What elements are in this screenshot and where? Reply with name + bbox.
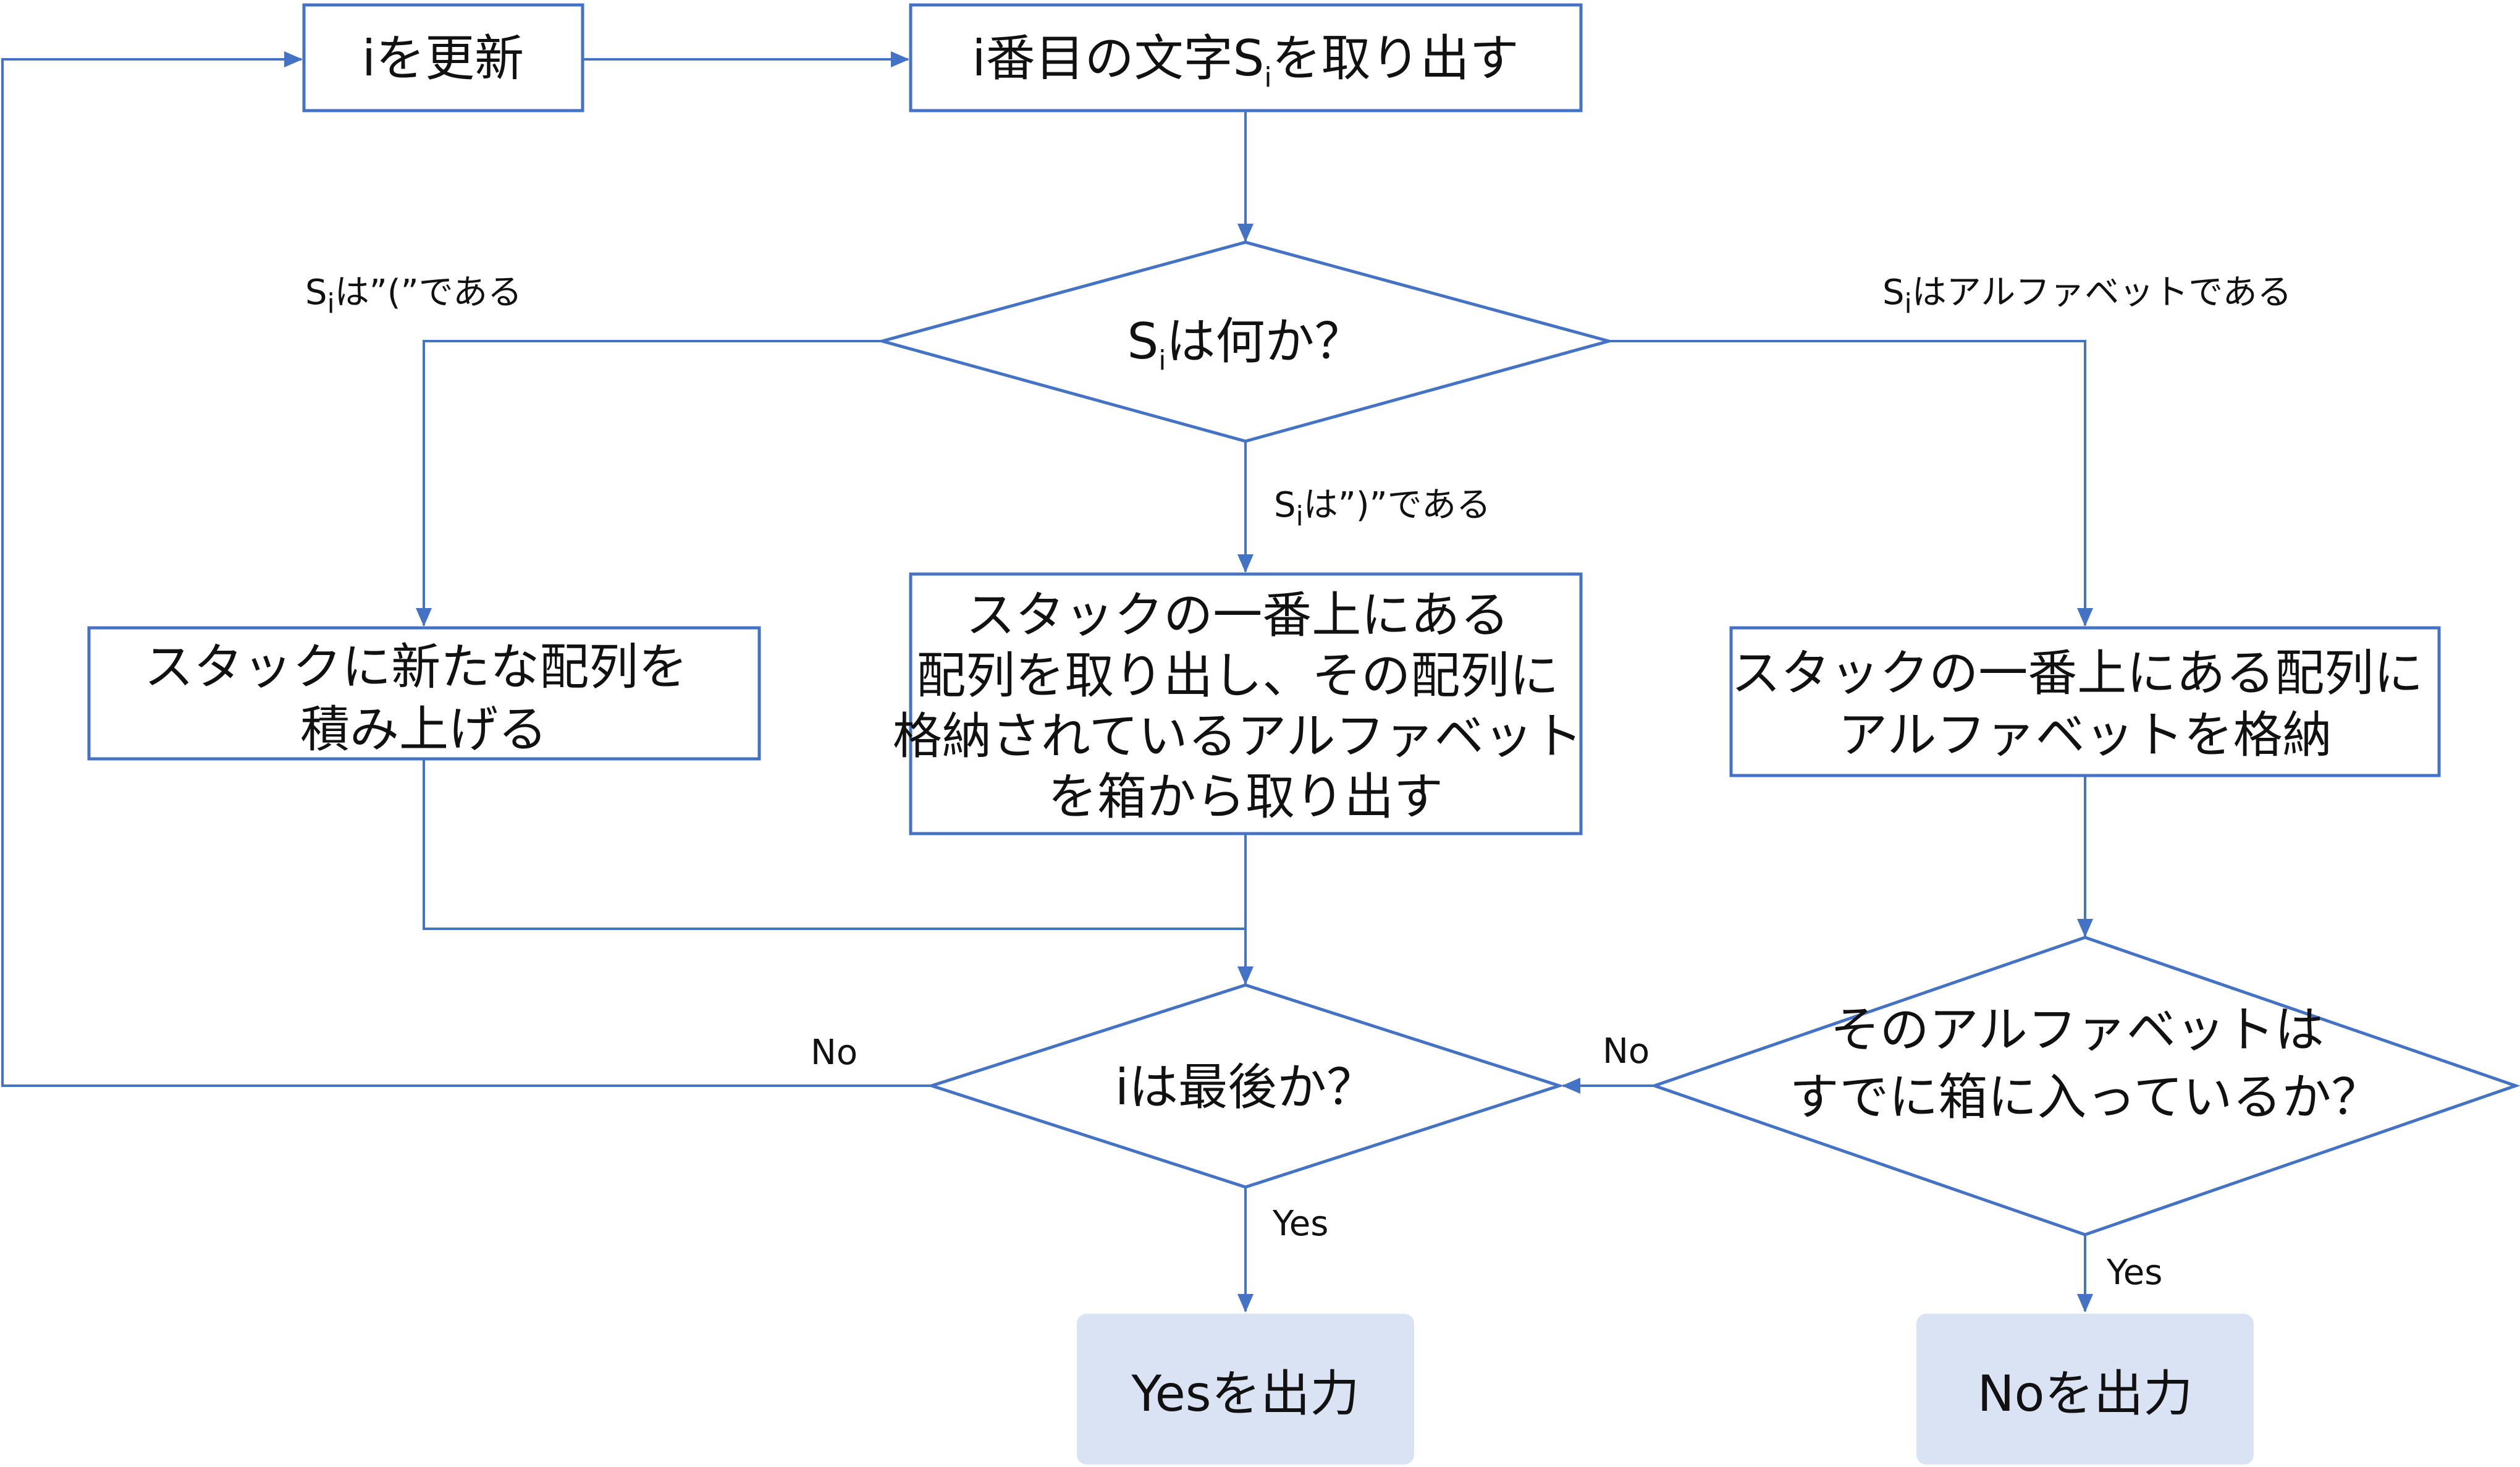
node-pop-array-line-1: スタックの一番上にある xyxy=(966,586,1509,644)
edge-label-box-yes: Yes xyxy=(2106,1253,2162,1293)
edge-label-open-paren: Siは”(”である xyxy=(305,273,522,319)
node-store-letter-line-2: アルファベットを格納 xyxy=(1838,706,2332,764)
node-extract-char: i番目の文字Siを取り出す xyxy=(909,3,1583,112)
node-push-array-line-1: スタックに新たな配列を xyxy=(144,638,688,696)
node-already-in-box-text: そのアルファベットは すでに箱に入っているか？ xyxy=(1790,1001,2381,1126)
edge-last-no-loop xyxy=(1,51,932,1087)
edge-label-box-no: No xyxy=(1603,1031,1650,1072)
node-update-i-text: iを更新 xyxy=(362,30,524,87)
edge-label-open-paren-pre: S xyxy=(305,273,327,313)
edge-label-close-paren-pre: S xyxy=(1274,485,1296,525)
node-push-array-text: スタックに新たな配列を 積み上げる xyxy=(144,638,703,758)
node-is-last: iは最後か？ xyxy=(926,983,1565,1189)
node-already-in-box-line-1: そのアルファベットは xyxy=(1831,1001,2324,1059)
node-what-is-si-sub: i xyxy=(1158,345,1166,376)
node-what-is-si-post: は何か？ xyxy=(1166,313,1364,370)
edge-label-last-yes: Yes xyxy=(1272,1204,1328,1244)
node-extract-char-pre: i番目の文字S xyxy=(972,30,1264,87)
edge-label-open-paren-sub: i xyxy=(327,288,335,319)
edge-label-last-no: No xyxy=(811,1033,858,1073)
node-what-is-si-text: Siは何か？ xyxy=(1127,313,1363,376)
node-pop-array-line-3: 格納されているアルファベット xyxy=(893,708,1583,765)
edge-label-open-paren-post: は”(”である xyxy=(335,273,522,313)
node-pop-array-line-2: 配列を取り出し、その配列に xyxy=(916,647,1559,704)
edge-label-close-paren: Siは”)”である xyxy=(1274,485,1491,532)
edge-label-alphabet-post: はアルファベットである xyxy=(1912,273,2292,313)
edge-label-close-paren-sub: i xyxy=(1296,501,1304,532)
edge-label-close-paren-post: は”)”である xyxy=(1304,485,1491,525)
node-pop-array-line-4: を箱から取り出す xyxy=(1048,768,1443,826)
edge-decision-to-push xyxy=(416,340,882,627)
node-update-i: iを更新 xyxy=(302,3,584,112)
node-already-in-box-line-2: すでに箱に入っているか？ xyxy=(1790,1068,2381,1126)
edge-label-alphabet: Siはアルファベットである xyxy=(1882,273,2292,319)
node-output-no: Noを出力 xyxy=(1916,1314,2254,1465)
node-store-letter-text: スタックの一番上にある配列に アルファベットを格納 xyxy=(1731,645,2438,764)
node-pop-array-text: スタックの一番上にある 配列を取り出し、その配列に 格納されているアルファベット… xyxy=(893,586,1598,826)
edge-label-alphabet-pre: S xyxy=(1882,273,1905,313)
node-push-array: スタックに新たな配列を 積み上げる xyxy=(87,626,761,761)
node-already-in-box: そのアルファベットは すでに箱に入っているか？ xyxy=(1650,936,2520,1237)
node-extract-char-sub: i xyxy=(1264,62,1271,93)
node-what-is-si-pre: S xyxy=(1127,313,1158,370)
node-what-is-si: Siは何か？ xyxy=(876,240,1615,443)
node-output-yes: Yesを出力 xyxy=(1077,1314,1414,1465)
node-pop-array: スタックの一番上にある 配列を取り出し、その配列に 格納されているアルファベット… xyxy=(893,572,1598,835)
edge-decision-to-store xyxy=(1609,340,2093,627)
node-is-last-text: iは最後か？ xyxy=(1115,1059,1376,1116)
edge-push-to-merge xyxy=(423,759,1245,930)
node-store-letter: スタックの一番上にある配列に アルファベットを格納 xyxy=(1729,626,2441,777)
node-store-letter-line-1: スタックの一番上にある配列に xyxy=(1731,645,2423,702)
node-extract-char-text: i番目の文字Siを取り出す xyxy=(972,30,1519,93)
node-output-no-text: Noを出力 xyxy=(1978,1365,2193,1423)
node-push-array-line-2: 積み上げる xyxy=(300,701,547,758)
node-output-yes-text: Yesを出力 xyxy=(1131,1365,1359,1423)
edge-label-alphabet-sub: i xyxy=(1905,288,1912,319)
node-extract-char-post: を取り出す xyxy=(1272,30,1519,87)
